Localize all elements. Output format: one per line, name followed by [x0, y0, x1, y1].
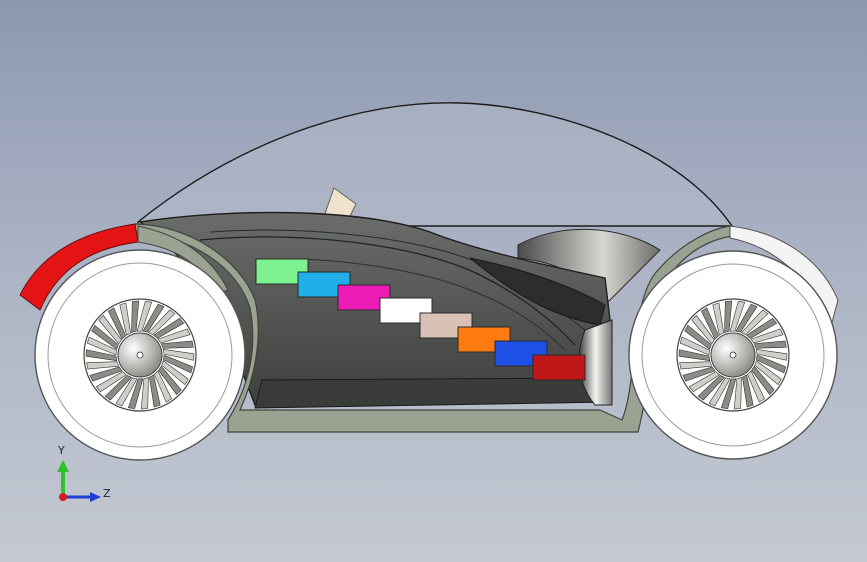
- rim-spoke: [119, 302, 131, 336]
- rim-spoke: [154, 370, 172, 403]
- rim-spoke: [679, 336, 710, 356]
- z-axis-head: [90, 492, 101, 502]
- rim-spoke: [160, 340, 194, 349]
- rear-rim: [676, 298, 790, 412]
- rim-spoke: [750, 328, 784, 344]
- rim-spoke: [104, 374, 132, 401]
- rim-spoke: [741, 309, 769, 336]
- rim-spoke: [701, 307, 719, 340]
- z-axis-label: Z: [103, 487, 111, 500]
- rim-spoke: [742, 374, 754, 408]
- rim-spoke: [720, 378, 737, 410]
- rim-spoke: [95, 371, 127, 393]
- rim-spoke: [157, 328, 191, 344]
- y-axis-label: Y: [57, 444, 65, 457]
- rim-spoke: [115, 377, 138, 407]
- rim-spoke: [89, 366, 123, 382]
- body-contour: [199, 236, 576, 346]
- canopy[interactable]: [137, 102, 734, 227]
- rim-spoke: [691, 314, 715, 345]
- rim-spoke: [735, 303, 758, 333]
- rear-wedge: [469, 257, 606, 326]
- rim-spoke: [754, 360, 782, 386]
- rim-spoke: [148, 309, 176, 336]
- rim-spoke: [162, 348, 195, 361]
- rim-spoke: [747, 370, 765, 403]
- axis-triad[interactable]: Y Z: [57, 444, 111, 502]
- rim-spoke: [756, 354, 787, 374]
- rim-spoke: [108, 307, 126, 340]
- rim-spoke: [140, 377, 149, 410]
- rim-spoke: [729, 300, 746, 332]
- rim-spoke: [163, 354, 194, 374]
- rim-spoke: [86, 361, 120, 370]
- side-panels: [255, 258, 586, 381]
- axis-origin: [59, 493, 67, 501]
- rim-ring: [83, 298, 197, 412]
- rim-spoke: [153, 317, 185, 339]
- rim-spoke: [131, 300, 140, 333]
- side-panel: [532, 354, 586, 381]
- rim-spoke: [682, 366, 716, 382]
- rim-ring: [676, 298, 790, 412]
- rim-spoke: [697, 374, 725, 401]
- front-wheel[interactable]: [34, 249, 246, 461]
- rim-spoke: [91, 324, 119, 350]
- body-contour: [254, 258, 566, 351]
- front-rim: [83, 298, 197, 412]
- rim-spoke: [98, 314, 122, 345]
- rim-spoke: [136, 300, 153, 332]
- rim-spoke: [712, 302, 724, 336]
- rim-spoke: [86, 336, 117, 356]
- rim-spoke: [755, 348, 788, 361]
- y-axis-head: [57, 460, 69, 472]
- lower-sill: [254, 377, 611, 409]
- rim-spoke: [678, 349, 711, 362]
- rim-spoke: [724, 300, 733, 333]
- rim-spoke: [751, 365, 775, 396]
- front-fender[interactable]: [19, 223, 139, 311]
- rear-inner-arch: [578, 319, 613, 406]
- rear-wheel[interactable]: [628, 250, 838, 460]
- rim-spoke: [85, 349, 118, 362]
- rim-spoke: [688, 371, 720, 393]
- rim-spoke: [161, 360, 189, 386]
- rim-spoke: [746, 317, 778, 339]
- rim-spoke: [708, 377, 731, 407]
- rim-spoke: [684, 324, 712, 350]
- rim-spoke: [753, 340, 787, 349]
- rim-spoke: [142, 303, 165, 333]
- rim-spoke: [733, 377, 742, 410]
- rim-spoke: [127, 378, 144, 410]
- rim-spoke: [149, 374, 161, 408]
- rim-spoke: [679, 361, 713, 370]
- rim-spoke: [158, 365, 182, 396]
